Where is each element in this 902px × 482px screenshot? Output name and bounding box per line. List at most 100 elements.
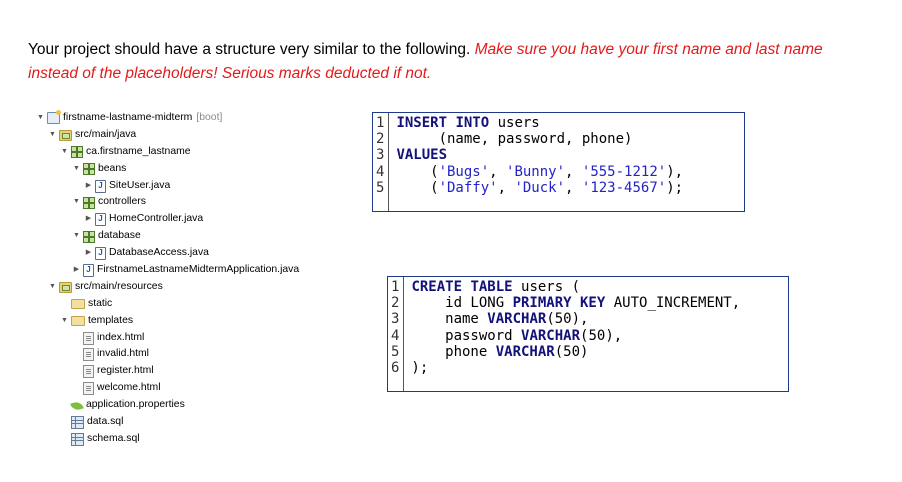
code-text: );	[666, 179, 684, 196]
code-text: users	[489, 115, 540, 131]
tree-item[interactable]: ▼templates	[36, 313, 299, 330]
code-text: ,	[565, 179, 582, 196]
tree-item[interactable]: ▶static	[36, 296, 299, 313]
java-file-icon: J	[95, 247, 106, 261]
line-number: 2	[391, 295, 400, 312]
tree-item-label: src/main/resources	[75, 280, 163, 292]
line-number: 2	[376, 131, 385, 148]
line-number: 4	[391, 327, 400, 344]
tree-item-label: DatabaseAccess.java	[109, 247, 209, 259]
warning-text: Make sure you have your first name and l…	[28, 41, 823, 82]
code-text: ),	[666, 163, 684, 180]
expanded-arrow-icon[interactable]: ▼	[73, 198, 80, 206]
code-text: (50),	[580, 327, 623, 344]
expanded-arrow-icon[interactable]: ▼	[37, 114, 44, 121]
line-number: 6	[391, 359, 400, 376]
collapsed-arrow-icon[interactable]: ▶	[85, 249, 92, 257]
tree-item-label: welcome.html	[97, 382, 161, 394]
tree-item-label: src/main/java	[75, 128, 137, 140]
code-line: 5 ('Daffy', 'Duck', '123-4567');	[376, 180, 740, 196]
tree-item-label: controllers	[98, 196, 146, 208]
boot-tag: [boot]	[196, 112, 223, 123]
expanded-arrow-icon[interactable]: ▼	[49, 130, 56, 138]
sql-string: 'Duck'	[514, 179, 566, 196]
html-file-icon	[83, 382, 94, 396]
line-number-gutter	[388, 113, 389, 211]
tree-item[interactable]: ▼ src/main/java	[36, 127, 299, 144]
tree-item-label: schema.sql	[87, 432, 140, 444]
code-line: 3 VALUES	[376, 147, 740, 163]
code-line: 4 ('Bugs', 'Bunny', '555-1212'),	[376, 164, 740, 180]
code-text: (	[388, 163, 439, 180]
tree-item[interactable]: ▼ controllers	[36, 194, 299, 211]
tree-item[interactable]: ▶application.properties	[36, 397, 299, 414]
project-icon	[47, 110, 61, 125]
instructions-text: Your project should have a structure ver…	[28, 41, 475, 58]
tree-item[interactable]: ▼ beans	[36, 161, 299, 178]
code-line: 1 INSERT INTO users	[376, 115, 740, 131]
code-text: password	[403, 327, 522, 344]
line-number: 5	[391, 343, 400, 360]
line-number: 1	[391, 279, 400, 295]
tree-item-label: database	[98, 230, 141, 242]
tree-item[interactable]: ▶invalid.html	[36, 346, 299, 363]
line-number-gutter	[403, 277, 404, 391]
code-text: id LONG	[403, 295, 513, 312]
project-explorer-tree: ▼ firstname-lastname-midterm[boot] ▼ src/ma…	[36, 110, 299, 448]
code-text: );	[403, 359, 429, 376]
code-line: 6 );	[391, 360, 784, 376]
collapsed-arrow-icon[interactable]: ▶	[85, 181, 92, 189]
sql-keyword: VALUES	[396, 147, 448, 164]
tree-item[interactable]: ▶schema.sql	[36, 431, 299, 448]
sql-keyword: INSERT INTO	[396, 115, 490, 131]
code-text: (50)	[554, 343, 589, 360]
code-text: AUTO_INCREMENT,	[605, 295, 741, 312]
sql-keyword: VARCHAR	[495, 343, 555, 360]
code-text: ,	[489, 163, 507, 180]
expanded-arrow-icon[interactable]: ▼	[61, 316, 68, 324]
tree-item[interactable]: ▶index.html	[36, 330, 299, 347]
code-line: 2 id LONG PRIMARY KEY AUTO_INCREMENT,	[391, 295, 784, 311]
java-file-icon: J	[95, 179, 106, 193]
tree-item-label: firstname-lastname-midterm	[63, 112, 193, 123]
tree-item-label: beans	[98, 162, 127, 174]
tree-item[interactable]: ▼ firstname-lastname-midterm[boot]	[36, 110, 299, 127]
line-number: 3	[391, 311, 400, 328]
collapsed-arrow-icon[interactable]: ▶	[85, 215, 92, 223]
tree-item-label: data.sql	[87, 416, 124, 428]
html-file-icon	[83, 331, 94, 345]
tree-item-label: application.properties	[86, 399, 185, 411]
sql-string: '555-1212'	[581, 163, 667, 180]
sql-keyword: PRIMARY KEY	[512, 295, 606, 312]
expanded-arrow-icon[interactable]: ▼	[73, 164, 80, 172]
line-number: 3	[376, 147, 385, 164]
line-number: 5	[376, 179, 385, 196]
tree-item[interactable]: ▶register.html	[36, 363, 299, 380]
sql-keyword: CREATE TABLE	[411, 279, 513, 295]
code-text: (50),	[546, 311, 589, 328]
tree-item[interactable]: ▶data.sql	[36, 414, 299, 431]
source-folder-icon	[59, 129, 72, 141]
expanded-arrow-icon[interactable]: ▼	[49, 282, 56, 290]
properties-file-icon	[70, 400, 84, 411]
tree-item[interactable]: ▼ database	[36, 228, 299, 245]
sql-string: 'Daffy'	[438, 179, 498, 196]
java-file-icon: J	[95, 213, 106, 227]
expanded-arrow-icon[interactable]: ▼	[61, 147, 68, 155]
expanded-arrow-icon[interactable]: ▼	[73, 232, 80, 240]
collapsed-arrow-icon[interactable]: ▶	[73, 266, 80, 274]
java-file-icon: J	[83, 263, 94, 277]
sql-string: 'Bugs'	[438, 163, 490, 180]
code-text: users (	[512, 279, 581, 295]
tree-item-label: static	[88, 297, 113, 309]
code-text: ,	[497, 179, 515, 196]
package-icon	[83, 196, 95, 209]
line-number: 1	[376, 115, 385, 131]
tree-item[interactable]: ▶welcome.html	[36, 380, 299, 397]
tree-item[interactable]: ▼ src/main/resources	[36, 279, 299, 296]
tree-item[interactable]: ▼ca.firstname_lastname	[36, 144, 299, 161]
